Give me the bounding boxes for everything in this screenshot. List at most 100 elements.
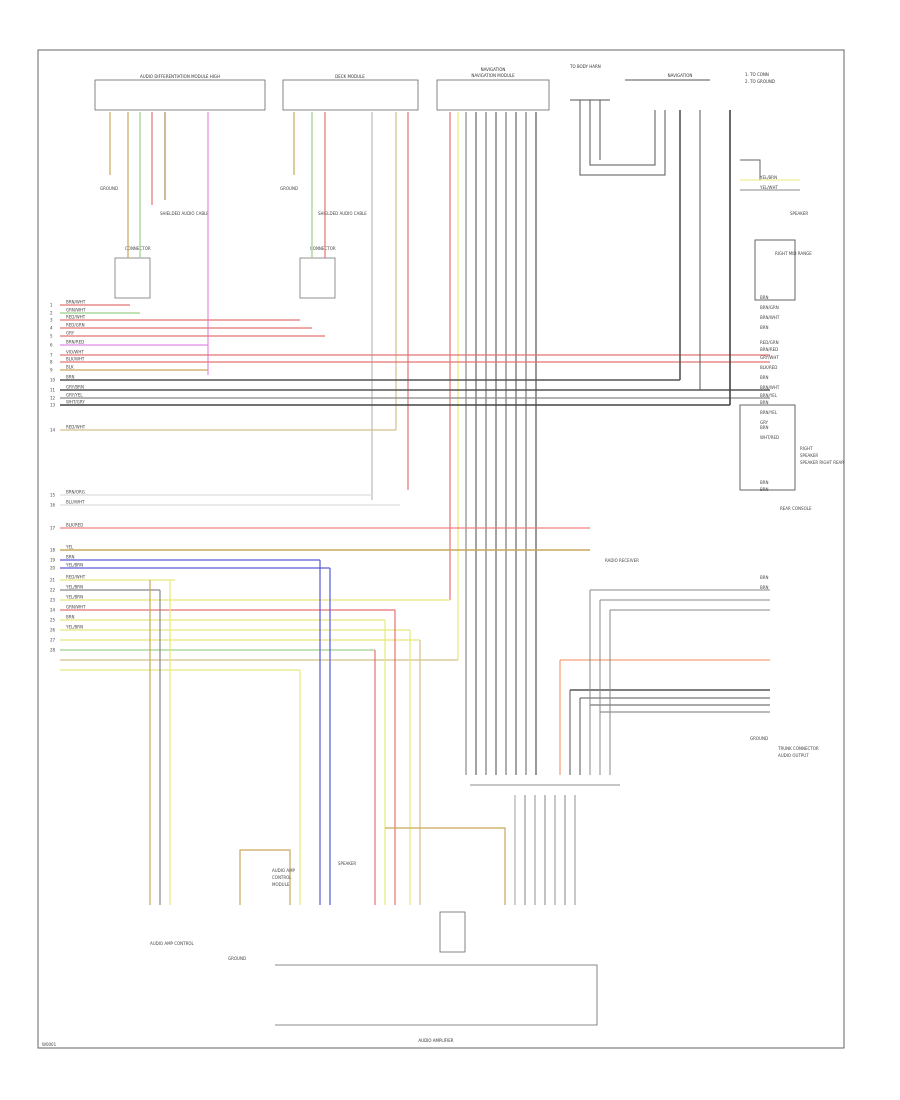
wire-label: GRY/WHT	[760, 355, 779, 360]
speaker-right-top-label: RIGHT MID RANGE	[775, 251, 812, 256]
row-number: 3	[50, 318, 53, 323]
bottom-module-label: AUDIO AMPLIFIER	[418, 1038, 453, 1043]
wire-label: BRN/YEL	[760, 393, 778, 398]
row-number: 25	[50, 618, 56, 623]
wire-label: BRN	[66, 375, 75, 380]
shield-label-b: SHIELDED AUDIO CABLE	[318, 211, 367, 216]
wire-label: VIO/WHT	[66, 350, 84, 355]
lower-connector	[239, 784, 620, 953]
module-title-left: AUDIO DIFFERENTIATION MODULE HIGH	[140, 74, 220, 79]
row-number: 20	[50, 566, 56, 571]
row-number: 23	[50, 598, 56, 603]
row-number: 2	[50, 311, 53, 316]
wire-label: GRN/WHT	[66, 308, 86, 313]
wire-label: GRY/YEL	[66, 393, 83, 398]
wire-label: RED/GRN	[66, 323, 85, 328]
ground-label-right: GROUND	[750, 736, 768, 741]
row-number: 8	[50, 360, 53, 365]
vertical-wires-top	[109, 112, 537, 775]
horizontal-wires	[60, 304, 770, 671]
wire-label: BRN	[66, 615, 75, 620]
module-title-ground: NAVIGATION	[668, 73, 693, 78]
wire-label: BRN	[760, 480, 769, 485]
row-number: 11	[50, 388, 56, 393]
ground-label-mid: GROUND	[280, 186, 298, 191]
connector-b-label: CONNECTOR	[310, 246, 336, 251]
row-number: 6	[50, 343, 53, 348]
top-right-harness	[570, 79, 710, 176]
wire-label: RED/WHT	[66, 575, 86, 580]
module-box-right	[436, 79, 550, 111]
right-side-cluster	[559, 110, 800, 775]
wire-label: BRN	[760, 487, 769, 492]
row-number: 12	[50, 396, 56, 401]
wire-label: YEL	[65, 545, 74, 550]
rear-console-label: REAR CONSOLE	[780, 506, 812, 511]
trunk-label-a: TRUNK CONNECTOR	[777, 746, 819, 751]
wire-label: GRY/BRN	[66, 385, 84, 390]
shield-label-a: SHIELDED AUDIO CABLE	[160, 211, 209, 216]
wire-label: YEL/BRN	[65, 625, 83, 630]
wire-label: BLK/WHT	[66, 357, 85, 362]
wire-label: BRN/RED	[760, 347, 778, 352]
wire-label: BRN/RED	[66, 340, 84, 345]
notes-title: TO BODY HARN	[569, 64, 601, 69]
left-wire-labels: BRN/WHTGRN/WHTRED/WHTRED/GRNGRYBRN/REDVI…	[65, 300, 86, 630]
trunk-label-b: AUDIO OUTPUT	[778, 753, 809, 758]
connector-blocks	[114, 257, 336, 299]
vertical-wires-left-bottom	[149, 560, 421, 905]
module-title-right-a: NAVIGATION	[481, 67, 506, 72]
connector-block-a	[114, 257, 151, 299]
diagram-border	[37, 49, 845, 1049]
wire-label: YEL/WHT	[759, 185, 779, 190]
ground-label-bottom: GROUND	[228, 956, 246, 961]
bottom-module	[275, 964, 598, 1026]
bottom-center-b: CONTROL	[272, 875, 292, 880]
wire-label: RED/WHT	[66, 315, 86, 320]
bottom-center-c: MODULE	[272, 882, 290, 887]
top-modules	[94, 79, 550, 111]
wire-label: RED/WHT	[66, 425, 86, 430]
wire-label: BRN/ORG	[66, 490, 85, 495]
wire-label: YEL/BRN	[65, 585, 83, 590]
wire-label: BLK/RED	[760, 365, 777, 370]
wire-label: BRN	[760, 425, 769, 430]
row-number: 18	[50, 548, 56, 553]
row-number: 15	[50, 493, 56, 498]
wire-label: BRN/WHT	[66, 300, 86, 305]
wire-label: YEL/BRN	[65, 563, 83, 568]
right-wire-labels: YEL/BRNYEL/WHTBRNBRN/GRNBRN/WHTBRNRED/GR…	[759, 175, 780, 590]
module-box-mid	[282, 79, 419, 111]
wire-label: BLK	[66, 365, 74, 370]
row-number: 9	[50, 368, 53, 373]
row-number: 16	[50, 503, 56, 508]
radio-module-label: RADIO RECEIVER	[605, 558, 639, 563]
wire-label: BLU/WHT	[66, 500, 85, 505]
wire-label: YEL/BRN	[65, 595, 83, 600]
wire-label: GRN/WHT	[66, 605, 86, 610]
connector-block-b	[299, 257, 336, 299]
speaker-top-label: SPEAKER	[790, 211, 808, 216]
row-number: 24	[50, 608, 56, 613]
row-numbers: 1234567891011121314151617181920212223242…	[50, 303, 56, 653]
right-label-b: SPEAKER	[800, 453, 818, 458]
wire-label: RED/GRN	[760, 340, 779, 345]
row-number: 26	[50, 628, 56, 633]
wire-label: WHT/RED	[760, 435, 779, 440]
row-number: 14	[50, 428, 56, 433]
module-box-left	[94, 79, 266, 111]
wire-label: BRN/WHT	[760, 315, 780, 320]
wire-label: BRN/YEL	[760, 410, 778, 415]
row-number: 21	[50, 578, 56, 583]
wire-label: BRN	[760, 585, 769, 590]
wire-label: BRN	[760, 575, 769, 580]
right-label-a: RIGHT	[800, 446, 813, 451]
bottom-center-a: AUDIO AMP	[272, 868, 296, 873]
wire-label: WHT/GRY	[66, 400, 85, 405]
row-number: 28	[50, 648, 56, 653]
wire-label: BRN	[66, 555, 75, 560]
wire-label: BLK/RED	[66, 523, 83, 528]
wire-label: BRN	[760, 295, 769, 300]
bottom-left-label: AUDIO AMP CONTROL	[150, 941, 195, 946]
module-title-mid: DECK MODULE	[335, 74, 365, 79]
